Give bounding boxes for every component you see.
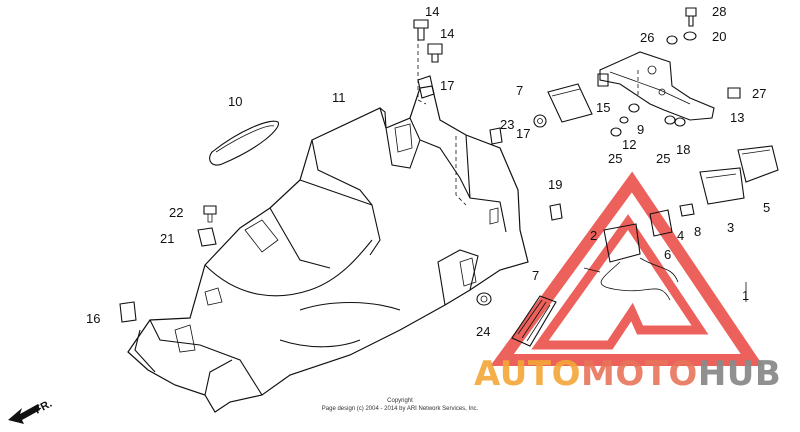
copyright-line-1: Copyright	[387, 398, 413, 404]
part-label-4: 4	[677, 228, 684, 243]
part-label-8: 8	[694, 224, 701, 239]
part-label-20: 20	[712, 29, 726, 44]
part-label-21: 21	[160, 231, 174, 246]
reflector-holder-top-7	[547, 83, 593, 123]
screw-22	[203, 205, 217, 223]
watermark-moto: MOTO	[581, 354, 698, 394]
part-label-2: 2	[590, 228, 597, 243]
part-label-24: 24	[476, 324, 490, 339]
watermark-logo	[490, 171, 764, 366]
part-label-19: 19	[548, 177, 562, 192]
part-label-28: 28	[712, 4, 726, 19]
license-bracket-13	[599, 51, 715, 121]
part-label-12: 12	[622, 137, 636, 152]
part-labels: 1 2 3 4 5 6 7 7 8 9 10 11 12 13 14 14 15…	[86, 4, 770, 339]
screws-14	[413, 19, 443, 63]
part-label-26: 26	[640, 30, 654, 45]
part-label-17-top: 17	[440, 78, 454, 93]
part-label-10: 10	[228, 94, 242, 109]
part-label-15: 15	[596, 100, 610, 115]
taillight-case-3	[699, 167, 745, 205]
collar-23	[533, 114, 547, 128]
part-label-18: 18	[676, 142, 690, 157]
part-label-23: 23	[500, 117, 514, 132]
rear-fender	[127, 85, 529, 413]
part-label-14-top: 14	[425, 4, 439, 19]
part-label-7-top: 7	[516, 83, 523, 98]
part-label-27: 27	[752, 86, 766, 101]
part-label-5: 5	[763, 200, 770, 215]
reflector-bottom-7	[511, 295, 557, 347]
part-label-22: 22	[169, 205, 183, 220]
screws-top-right	[666, 7, 697, 45]
watermark-auto: AUTO	[474, 354, 581, 394]
part-label-3: 3	[727, 220, 734, 235]
bolt-27	[727, 87, 741, 99]
bolt-8	[679, 203, 695, 217]
nut-24	[476, 292, 492, 306]
part-label-9: 9	[637, 122, 644, 137]
part-label-25-left: 25	[608, 151, 622, 166]
bulb-19	[549, 203, 563, 221]
clip-16	[119, 301, 137, 323]
socket-assembly	[583, 209, 679, 301]
part-label-25-right: 25	[656, 151, 670, 166]
taillight-lens-5	[737, 145, 779, 183]
leader-lines	[417, 30, 639, 206]
svg-text:AUTOMOTOHUB: AUTOMOTOHUB	[474, 354, 781, 394]
part-label-17-bottom: 17	[516, 126, 530, 141]
watermark-hub: HUB	[698, 354, 781, 394]
clips-17	[417, 75, 503, 145]
part-label-13: 13	[730, 110, 744, 125]
part-label-11: 11	[332, 90, 346, 105]
nut-21	[197, 227, 217, 247]
part-label-14-bottom: 14	[440, 26, 454, 41]
band-part-10	[209, 120, 279, 166]
part-label-16: 16	[86, 311, 100, 326]
part-label-7-bottom: 7	[532, 268, 539, 283]
watermark-text: AUTOMOTOHUB	[474, 354, 781, 394]
small-hardware	[597, 73, 686, 137]
part-label-1: 1	[742, 288, 749, 303]
part-label-6: 6	[664, 247, 671, 262]
copyright-line-2: Page design (c) 2004 - 2014 by ARI Netwo…	[321, 406, 479, 412]
